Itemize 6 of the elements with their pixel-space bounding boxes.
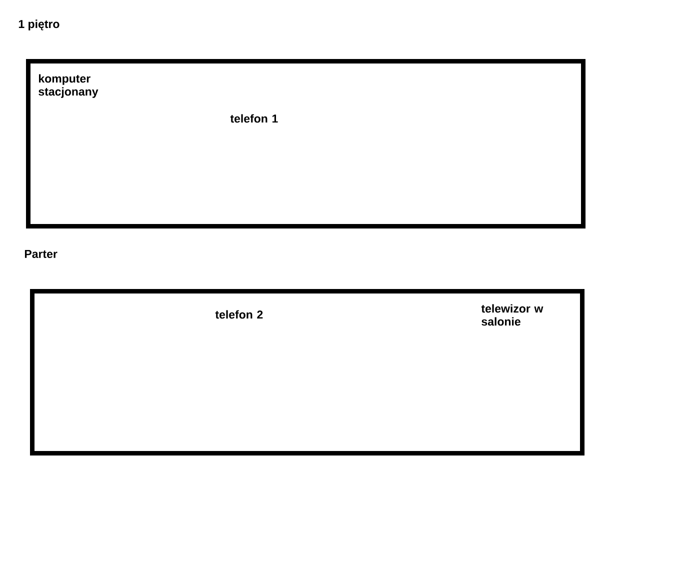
floor-label: 1 piętro <box>18 20 60 30</box>
floor-label: Parter <box>24 250 58 258</box>
device-label: komputer stacjonany <box>38 74 98 98</box>
device-label: telewizor w salonie <box>481 304 544 326</box>
device-label: telefon 2 <box>215 310 263 319</box>
device-label: telefon 1 <box>230 114 278 123</box>
